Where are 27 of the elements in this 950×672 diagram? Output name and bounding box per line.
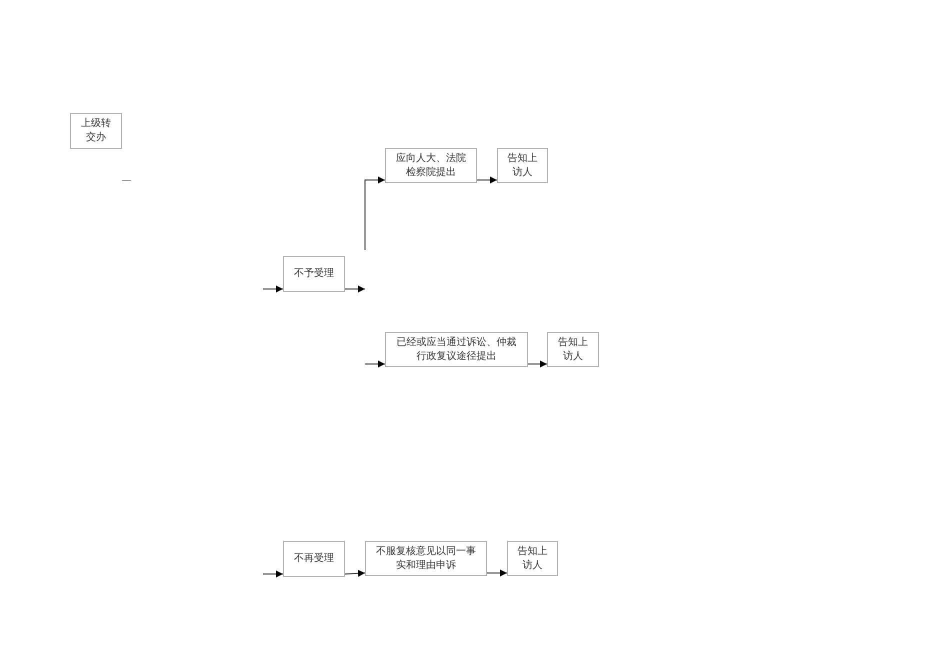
box-text: 已经或应当通过诉讼、仲裁行政复议途径提出 xyxy=(396,336,518,364)
process-box xyxy=(385,148,477,183)
process-box xyxy=(497,148,548,183)
box-text: 应向人大、法院检察院提出 xyxy=(395,152,467,180)
process-box xyxy=(385,332,528,367)
arrow xyxy=(364,176,386,250)
arrow xyxy=(476,176,498,184)
box-text: 告知上访人 xyxy=(506,152,538,180)
arrow xyxy=(262,570,284,578)
arrow xyxy=(364,360,386,368)
arrow xyxy=(344,286,366,292)
box-text: 告知上访人 xyxy=(516,544,548,572)
process-box xyxy=(70,113,122,149)
process-box xyxy=(365,541,487,576)
process-box xyxy=(283,541,345,577)
arrow xyxy=(528,360,548,368)
box-text: 不服复核意见以同一事实和理由申诉 xyxy=(375,544,477,572)
box-text: 不予受理 xyxy=(293,267,335,281)
arrow xyxy=(262,286,284,292)
box-text: 告知上访人 xyxy=(557,336,589,364)
arrow xyxy=(344,570,366,577)
box-text: 上级转交办 xyxy=(80,117,112,145)
arrow xyxy=(486,570,508,576)
process-box xyxy=(507,541,558,576)
box-text: 不再受理 xyxy=(293,552,335,566)
process-box xyxy=(283,256,345,292)
process-box xyxy=(547,332,599,367)
